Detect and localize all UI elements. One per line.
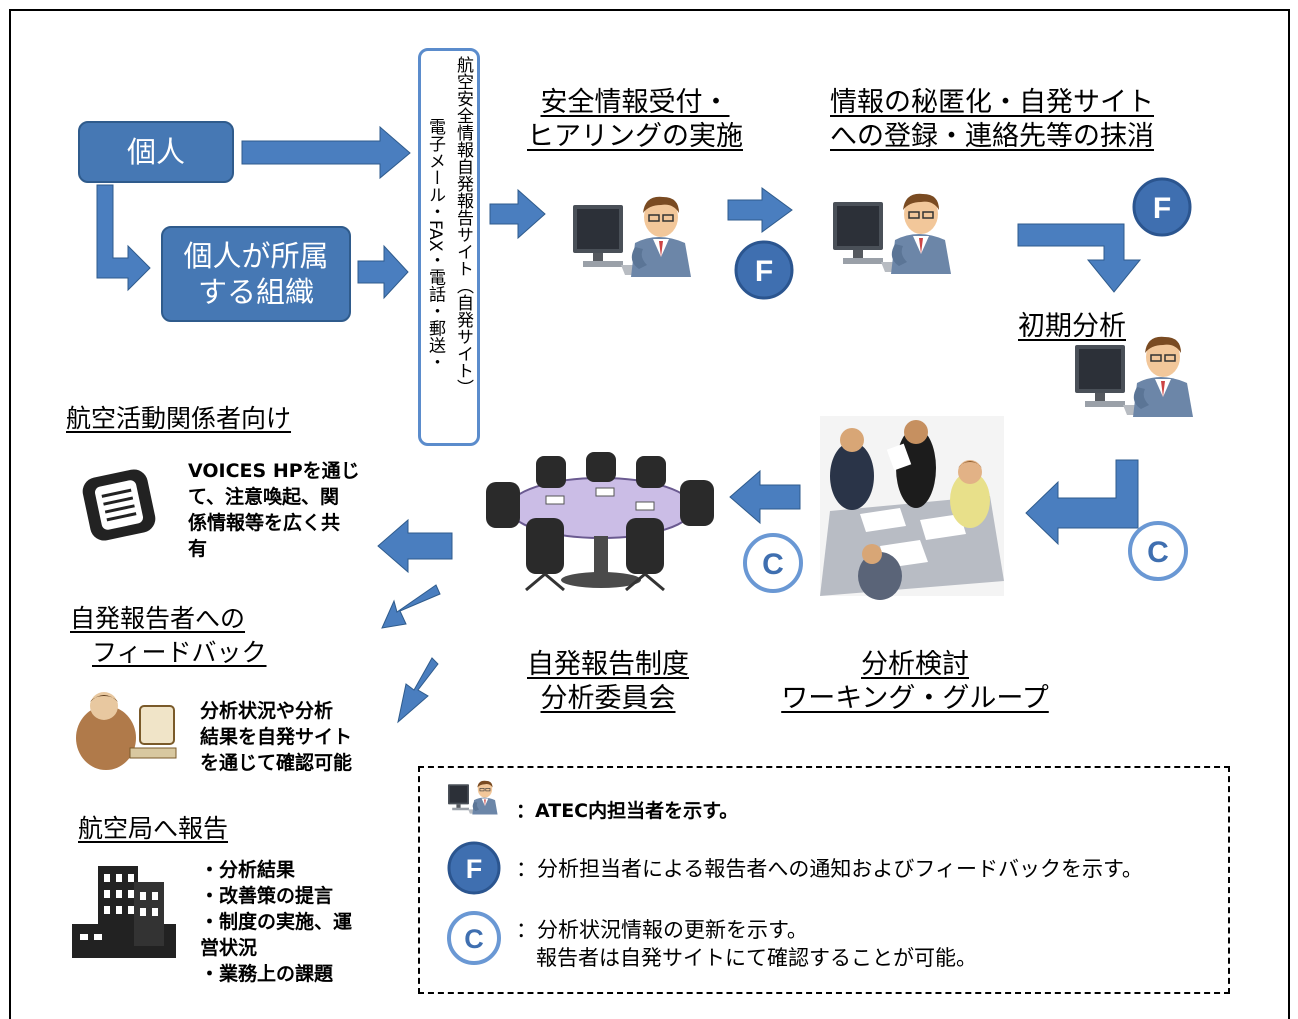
feedback-title-line1: 自発報告者への: [70, 604, 246, 633]
arrow-committee-diag: [381, 584, 441, 629]
c-badge-2-label: C: [1147, 536, 1169, 569]
bureau-title: 航空局へ報告: [78, 814, 229, 843]
diagram-frame: [9, 9, 1290, 1019]
committee-title: 自発報告制度 分析委員会: [506, 648, 710, 716]
feedback-text-line3: を通じて確認可能: [200, 752, 353, 774]
legend-c-text: ：分析状況情報の更新を示す。 報告者は自発サイトにて確認することが可能。: [516, 916, 977, 972]
f-badge-1: F: [734, 240, 794, 300]
c-badge-1: C: [743, 533, 803, 593]
stakeholders-text-line3: 係情報等を広く共: [188, 512, 341, 534]
receive-title-line2: ヒアリングの実施: [527, 121, 743, 152]
working-group-title-line2: ワーキング・グループ: [781, 683, 1049, 714]
bureau-item-1: ・分析結果: [200, 859, 296, 881]
organization-box: 個人が所属 する組織: [161, 226, 351, 322]
bureau-item-4: 営状況: [200, 937, 258, 959]
reporter-computer-icon: [76, 692, 177, 770]
channel-text-site: 航空安全情報自発報告サイト（自発サイト）: [453, 56, 473, 396]
arrow-individual-right: [241, 125, 411, 180]
feedback-title: 自発報告者への フィードバック: [70, 602, 267, 670]
bureau-item-2: ・改善策の提言: [200, 885, 334, 907]
legend-f-text: ：分析担当者による報告者への通知およびフィードバックを示す。: [516, 857, 1143, 881]
stakeholders-title: 航空活動関係者向け: [66, 404, 292, 433]
bureau-items: ・分析結果 ・改善策の提言 ・制度の実施、運 営状況 ・業務上の課題: [200, 857, 390, 987]
legend-box: [418, 766, 1230, 994]
arrow-receive-right: [727, 187, 793, 233]
arrow-analysis-left: [1025, 459, 1139, 546]
anonymize-title: 情報の秘匿化・自発サイト への登録・連絡先等の抹消: [812, 86, 1172, 154]
channel-box: [418, 48, 480, 446]
newspaper-icon: [82, 469, 156, 541]
working-group-title-line1: 分析検討: [861, 649, 969, 680]
anonymize-worker-icon: [832, 193, 952, 275]
f-badge-2-label: F: [1153, 192, 1171, 225]
receive-title-line1: 安全情報受付・: [540, 87, 730, 118]
arrow-organization-right: [357, 244, 409, 300]
building-icon: [72, 866, 176, 958]
anonymize-title-line1: 情報の秘匿化・自発サイト: [830, 87, 1154, 118]
arrow-committee-down: [397, 657, 439, 724]
feedback-title-line2: フィードバック: [92, 638, 267, 667]
legend-c-icon-label: C: [464, 924, 484, 954]
stakeholders-text: VOICES HPを通じ て、注意喚起、関 係情報等を広く共 有: [188, 458, 378, 562]
arrow-wg-left: [729, 469, 801, 525]
feedback-text: 分析状況や分析 結果を自発サイト を通じて確認可能: [200, 698, 390, 776]
legend-c-icon: C: [447, 911, 501, 965]
arrow-channel-right: [489, 188, 546, 240]
bureau-item-3: ・制度の実施、運: [200, 911, 353, 933]
arrow-individual-down: [96, 184, 151, 292]
f-badge-2: F: [1132, 177, 1192, 237]
stakeholders-text-line2: て、注意喚起、関: [188, 486, 340, 508]
analysis-worker-icon: [1074, 336, 1194, 418]
stakeholders-text-line4: 有: [188, 538, 208, 560]
stakeholders-text-line1: VOICES HPを通じ: [188, 460, 360, 482]
feedback-text-line2: 結果を自発サイト: [200, 726, 353, 748]
bureau-item-5: ・業務上の課題: [200, 963, 334, 985]
committee-title-line2: 分析委員会: [540, 683, 676, 714]
anonymize-title-line2: への登録・連絡先等の抹消: [830, 121, 1154, 152]
c-badge-2: C: [1128, 521, 1188, 581]
f-badge-1-label: F: [755, 255, 773, 288]
arrow-committee-left: [377, 518, 453, 574]
individual-label: 個人: [126, 135, 185, 169]
committee-title-line1: 自発報告制度: [527, 649, 689, 680]
individual-box: 個人: [78, 121, 234, 183]
organization-label-line1: 個人が所属: [183, 239, 329, 273]
receive-worker-icon: [572, 196, 692, 278]
c-badge-1-label: C: [762, 548, 784, 581]
feedback-text-line1: 分析状況や分析: [200, 700, 334, 722]
legend-person-text: ：ATEC内担当者を示す。: [516, 800, 739, 822]
legend-c-text-line2: 報告者は自発サイトにて確認することが可能。: [536, 946, 977, 970]
organization-label-line2: する組織: [197, 275, 314, 309]
legend-f-icon: F: [447, 841, 501, 895]
working-group-title: 分析検討 ワーキング・グループ: [770, 648, 1060, 716]
legend-c-text-line1: ：分析状況情報の更新を示す。: [516, 918, 808, 942]
receive-title: 安全情報受付・ ヒアリングの実施: [520, 86, 750, 154]
arrow-anonymize-down: [1017, 223, 1142, 293]
channel-text-mail: 電子メール・FAX・電話・郵送・: [425, 118, 445, 371]
working-group-meeting-image: [820, 416, 1004, 600]
initial-analysis-title: 初期分析: [1018, 311, 1126, 342]
committee-table-image: [486, 452, 714, 592]
legend-f-icon-label: F: [466, 854, 483, 884]
